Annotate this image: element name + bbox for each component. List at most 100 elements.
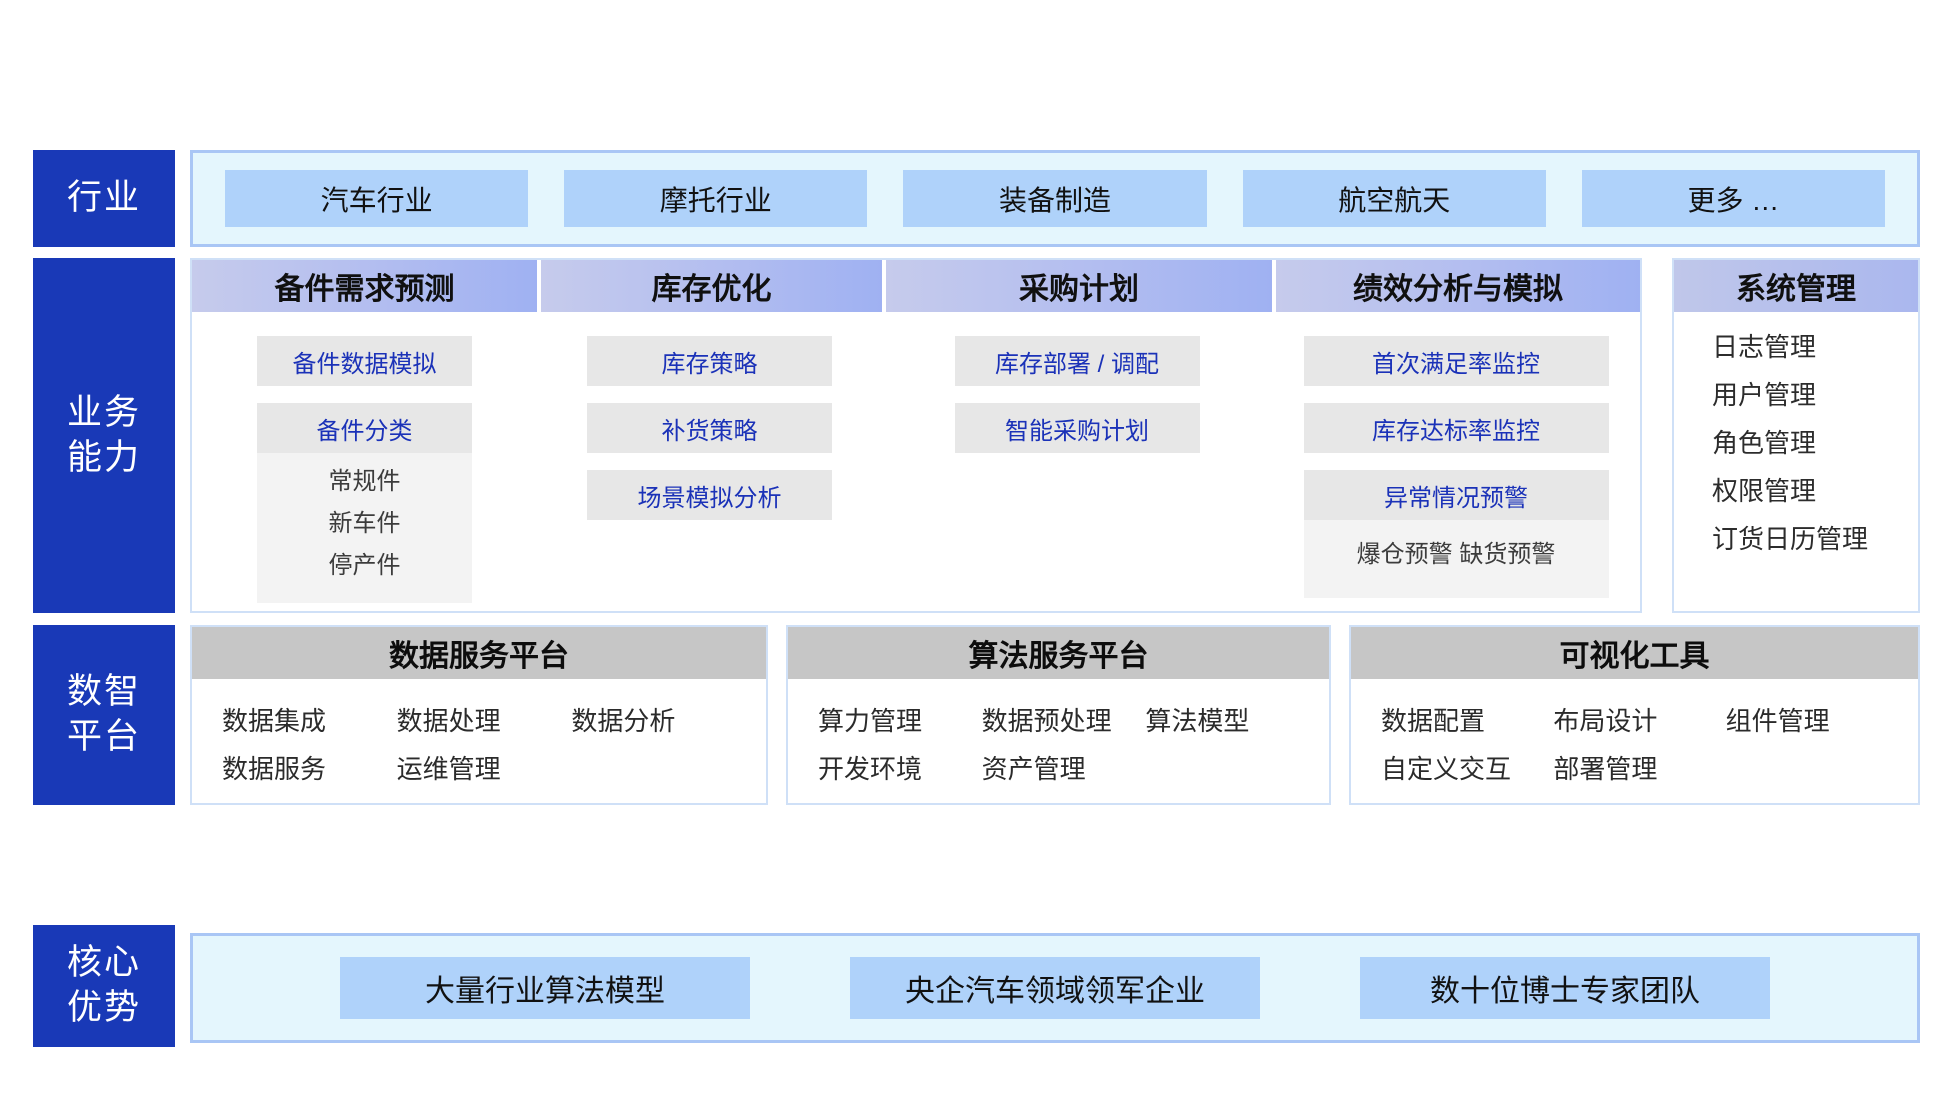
row-label-industry: 行业 [33,150,175,247]
business-item-label: 库存部署 / 调配 [994,350,1159,378]
row-label-industry-text: 行业 [66,178,141,218]
business-item-inventory-strategy[interactable]: 库存策略 [587,336,832,386]
row-label-advantage-line1: 核心 [66,943,141,983]
platform-item-development-environment[interactable]: 开发环境 [818,753,923,784]
business-column-title: 备件需求预测 [192,260,537,312]
business-item-replenishment-strategy[interactable]: 补货策略 [587,403,832,453]
platform-card-body: 数据集成 数据处理 数据分析 数据服务 运维管理 [192,679,766,803]
platform-item-data-processing[interactable]: 数据处理 [396,705,501,736]
business-column-spare-parts-forecast: 备件需求预测 备件数据模拟 备件分类 常规件 新车件 停产件 [192,260,537,611]
industry-chip-more[interactable]: 更多 … [1581,170,1886,227]
business-item-spare-parts-data-simulation[interactable]: 备件数据模拟 [257,336,472,386]
business-subitem-discontinued-parts: 停产件 [328,552,401,579]
row-label-business-capability: 业务 能力 [33,258,175,613]
business-column-inventory-optimization: 库存优化 库存策略 补货策略 场景模拟分析 [537,260,882,611]
business-item-label: 异常情况预警 [1384,484,1528,512]
business-item-label: 智能采购计划 [1005,417,1149,445]
advantage-chip-phd-expert-team[interactable]: 数十位博士专家团队 [1360,957,1770,1019]
business-item-label: 场景模拟分析 [637,484,782,512]
business-item-label: 首次满足率监控 [1372,350,1540,378]
platform-card-title: 数据服务平台 [192,627,766,679]
business-column-body: 库存策略 补货策略 场景模拟分析 [537,312,882,611]
platform-card-body: 数据配置 布局设计 组件管理 自定义交互 部署管理 [1351,679,1918,803]
platform-card-title: 算法服务平台 [788,627,1329,679]
advantage-chip-label: 数十位博士专家团队 [1430,975,1700,1008]
row-label-platform-line1: 数智 [66,672,141,712]
business-subitem-new-vehicle-parts: 新车件 [328,510,401,537]
core-advantage-panel: 大量行业算法模型 央企汽车领域领军企业 数十位博士专家团队 [190,933,1920,1043]
industry-chip-label: 更多 … [1687,184,1780,216]
system-management-panel: 系统管理 日志管理 用户管理 角色管理 权限管理 订货日历管理 [1672,258,1920,613]
platform-card-body: 算力管理 数据预处理 算法模型 开发环境 资产管理 [788,679,1329,803]
industry-chip-aerospace[interactable]: 航空航天 [1242,170,1546,227]
platform-item-data-preprocessing[interactable]: 数据预处理 [981,705,1112,736]
business-subitem-group-classification: 常规件 新车件 停产件 [257,453,472,603]
business-item-label: 补货策略 [661,417,758,445]
system-item-user-management[interactable]: 用户管理 [1712,380,1817,410]
platform-item-layout-design[interactable]: 布局设计 [1553,705,1658,736]
business-column-body: 库存部署 / 调配 智能采购计划 [882,312,1272,611]
platform-item-compute-management[interactable]: 算力管理 [818,705,923,736]
business-item-inventory-compliance-rate-monitoring[interactable]: 库存达标率监控 [1303,403,1609,453]
advantage-chip-algorithm-models[interactable]: 大量行业算法模型 [340,957,750,1019]
platform-card-data-service: 数据服务平台 数据集成 数据处理 数据分析 数据服务 运维管理 [190,625,768,805]
business-column-body: 首次满足率监控 库存达标率监控 异常情况预警 爆仓预警 缺货预警 [1272,312,1640,611]
platform-item-algorithm-model[interactable]: 算法模型 [1145,705,1250,736]
business-item-label: 备件数据模拟 [292,350,437,378]
row-label-platform-line2: 平台 [66,717,141,756]
business-item-scenario-simulation-analysis[interactable]: 场景模拟分析 [587,470,832,520]
platform-card-title: 可视化工具 [1351,627,1918,679]
business-column-body: 备件数据模拟 备件分类 常规件 新车件 停产件 [192,312,537,611]
system-item-order-calendar-management[interactable]: 订货日历管理 [1712,524,1869,554]
business-subitem-overstock-stockout-alert: 爆仓预警 缺货预警 [1356,541,1556,568]
row-label-business-line2: 能力 [66,437,141,477]
business-column-purchasing-plan: 采购计划 库存部署 / 调配 智能采购计划 [882,260,1272,611]
business-item-inventory-deployment-allocation[interactable]: 库存部署 / 调配 [954,336,1200,386]
platform-card-visualization-tool: 可视化工具 数据配置 布局设计 组件管理 自定义交互 部署管理 [1349,625,1920,805]
row-label-business-line1: 业务 [66,392,141,432]
industry-chip-label: 汽车行业 [320,184,433,216]
industry-chip-automotive[interactable]: 汽车行业 [225,170,529,227]
row-label-core-advantage: 核心 优势 [33,925,175,1047]
advantage-chip-label: 大量行业算法模型 [425,975,665,1008]
business-item-exception-alert[interactable]: 异常情况预警 [1303,470,1609,520]
platform-item-deployment-management[interactable]: 部署管理 [1553,753,1658,784]
business-item-first-fill-rate-monitoring[interactable]: 首次满足率监控 [1303,336,1609,386]
row-label-data-platform: 数智 平台 [33,625,175,805]
system-item-log-management[interactable]: 日志管理 [1712,332,1817,362]
business-item-smart-purchasing-plan[interactable]: 智能采购计划 [954,403,1200,453]
industry-chip-label: 摩托行业 [659,184,772,216]
platform-item-ops-management[interactable]: 运维管理 [396,753,501,784]
advantage-chip-leading-soe-automotive[interactable]: 央企汽车领域领军企业 [850,957,1260,1019]
business-column-title: 采购计划 [886,260,1272,312]
industry-chip-label: 航空航天 [1338,184,1451,216]
platform-item-data-configuration[interactable]: 数据配置 [1381,705,1486,736]
industry-panel: 汽车行业 摩托行业 装备制造 航空航天 更多 … [190,150,1920,247]
system-management-body: 日志管理 用户管理 角色管理 权限管理 订货日历管理 [1674,312,1918,611]
industry-chip-label: 装备制造 [999,184,1112,216]
industry-chip-equipment-manufacturing[interactable]: 装备制造 [903,170,1207,227]
platform-item-data-service[interactable]: 数据服务 [222,753,327,784]
platform-item-data-integration[interactable]: 数据集成 [222,705,327,736]
business-subitem-regular-parts: 常规件 [328,468,401,495]
business-item-label: 备件分类 [316,417,413,445]
business-item-label: 库存策略 [661,350,758,378]
business-capability-panel: 备件需求预测 备件数据模拟 备件分类 常规件 新车件 停产件 库存优化 [190,258,1642,613]
advantage-chip-label: 央企汽车领域领军企业 [905,975,1205,1008]
platform-item-data-analysis[interactable]: 数据分析 [571,705,676,736]
business-column-title: 绩效分析与模拟 [1276,260,1640,312]
business-subitem-group-alerts: 爆仓预警 缺货预警 [1303,520,1609,598]
platform-item-asset-management[interactable]: 资产管理 [981,753,1086,784]
platform-item-component-management[interactable]: 组件管理 [1725,705,1830,736]
row-label-advantage-line2: 优势 [66,988,141,1027]
business-column-performance-analysis-simulation: 绩效分析与模拟 首次满足率监控 库存达标率监控 异常情况预警 爆仓预警 缺货预警 [1272,260,1640,611]
platform-item-custom-interaction[interactable]: 自定义交互 [1381,753,1512,784]
system-item-permission-management[interactable]: 权限管理 [1712,476,1817,506]
platform-card-algorithm-service: 算法服务平台 算力管理 数据预处理 算法模型 开发环境 资产管理 [786,625,1331,805]
business-column-title: 库存优化 [541,260,882,312]
business-item-spare-parts-classification[interactable]: 备件分类 [257,403,472,453]
system-management-title: 系统管理 [1674,260,1918,312]
system-item-role-management[interactable]: 角色管理 [1712,428,1817,458]
industry-chip-motorcycle[interactable]: 摩托行业 [564,170,868,227]
